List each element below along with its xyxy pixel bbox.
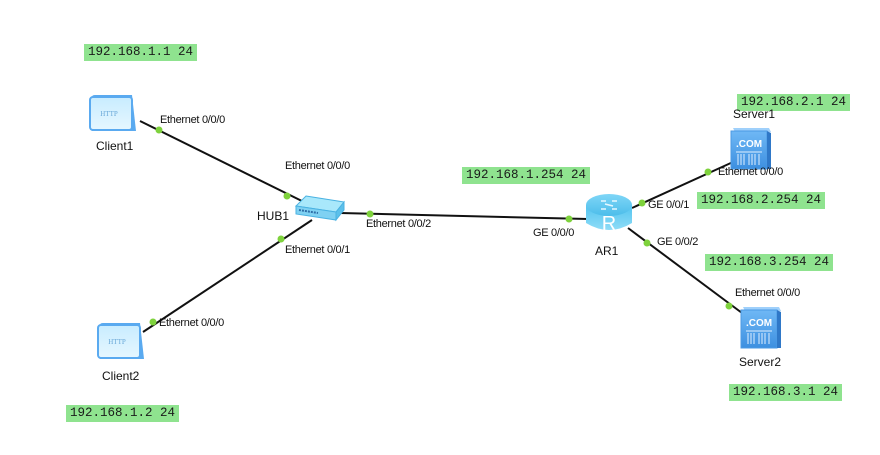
- port-label-ar1-g0: GE 0/0/0: [533, 227, 575, 239]
- device-name-ar1: AR1: [595, 244, 619, 258]
- server-icon-text: .COM: [736, 139, 762, 150]
- port-dot-client1-e0: [155, 126, 163, 134]
- ip-label-ar1-g0[interactable]: 192.168.1.254 24: [462, 167, 591, 184]
- router-icon-text: R: [602, 213, 616, 235]
- server1-device[interactable]: .COM: [730, 128, 771, 170]
- port-dot-hub1-e0: [283, 192, 291, 200]
- client2-device[interactable]: HTTP: [97, 323, 144, 359]
- ar1-device[interactable]: R: [586, 194, 632, 235]
- port-label-server1-e0: Ethernet 0/0/0: [718, 166, 783, 178]
- port-dot-server2-e0: [725, 302, 733, 310]
- link-ar1-server1[interactable]: [631, 161, 734, 209]
- device-name-client1: Client1: [96, 139, 134, 153]
- link-hub1-ar1[interactable]: [339, 212, 589, 220]
- device-name-server2: Server2: [739, 355, 782, 369]
- link-client1-hub1[interactable]: [139, 120, 311, 206]
- ip-label-client2[interactable]: 192.168.1.2 24: [66, 405, 180, 422]
- port-dot-server1-e0: [704, 168, 712, 176]
- port-label-ar1-g1: GE 0/0/1: [648, 199, 690, 211]
- ip-label-client1[interactable]: 192.168.1.1 24: [84, 44, 198, 61]
- port-dot-ar1-g2: [643, 239, 651, 247]
- server2-device[interactable]: .COM: [740, 307, 781, 349]
- port-label-client1-e0: Ethernet 0/0/0: [160, 114, 225, 126]
- ip-label-server2[interactable]: 192.168.3.1 24: [729, 384, 843, 401]
- hub1-device[interactable]: [294, 195, 345, 222]
- ip-label-ar1-g2[interactable]: 192.168.3.254 24: [705, 254, 834, 271]
- port-label-hub1-e2: Ethernet 0/0/2: [366, 218, 431, 230]
- device-name-hub1: HUB1: [257, 209, 290, 223]
- device-name-client2: Client2: [102, 369, 140, 383]
- ip-label-ar1-g1[interactable]: 192.168.2.254 24: [697, 192, 826, 209]
- http-icon-text: HTTP: [100, 110, 118, 118]
- port-label-server2-e0: Ethernet 0/0/0: [735, 287, 800, 299]
- port-dot-ar1-g1: [638, 199, 646, 207]
- device-name-server1: Server1: [733, 107, 776, 121]
- port-label-hub1-e0: Ethernet 0/0/0: [285, 160, 350, 172]
- port-label-client2-e0: Ethernet 0/0/0: [159, 317, 224, 329]
- port-label-hub1-e1: Ethernet 0/0/1: [285, 244, 350, 256]
- port-dot-ar1-g0: [565, 215, 573, 223]
- port-label-ar1-g2: GE 0/0/2: [657, 236, 699, 248]
- http-icon-text: HTTP: [108, 338, 126, 346]
- client1-device[interactable]: HTTP: [89, 95, 136, 131]
- port-dot-hub1-e2: [366, 210, 374, 218]
- server-icon-text: .COM: [746, 318, 772, 329]
- link-client2-hub1[interactable]: [142, 219, 313, 333]
- port-dot-hub1-e1: [277, 235, 285, 243]
- port-dot-client2-e0: [149, 318, 157, 326]
- ip-label-server1[interactable]: 192.168.2.1 24: [737, 94, 851, 111]
